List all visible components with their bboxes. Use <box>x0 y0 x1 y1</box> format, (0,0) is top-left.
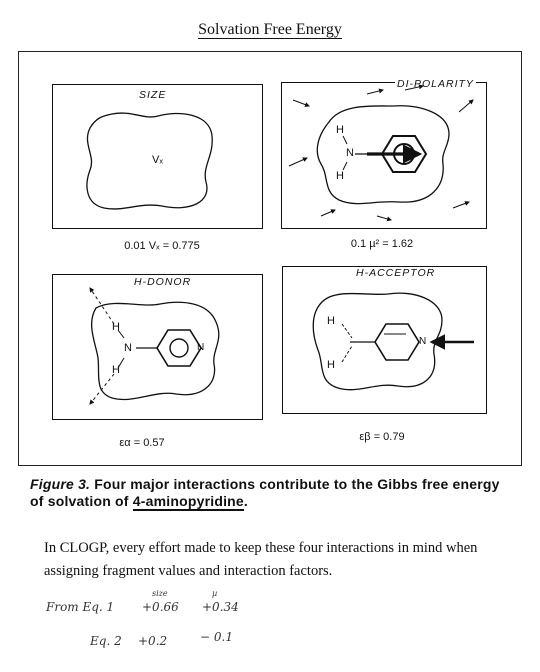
figure-label: Figure 3. <box>30 476 91 492</box>
size-cavity-diagram <box>86 112 213 210</box>
handwritten-note-value1: +0.66 <box>142 600 179 614</box>
hacceptor-n-ring: N <box>419 336 427 347</box>
hdonor-h-top: H <box>112 321 120 333</box>
panel-hdonor-caption: εα = 0.57 <box>119 437 165 449</box>
panel-size <box>52 84 263 229</box>
handwritten-note-value4: − 0.1 <box>200 630 233 644</box>
dipolarity-cavity-outline <box>316 105 450 205</box>
panel-dipolarity-title: DI-POLARITY <box>395 78 476 90</box>
page-title-text: Solvation Free Energy <box>198 21 342 39</box>
panel-hacceptor-title: H-ACCEPTOR <box>356 267 436 279</box>
dipolarity-h-bottom: H <box>336 170 344 182</box>
panel-hacceptor-caption: εβ = 0.79 <box>359 431 405 443</box>
panel-dipolarity <box>281 82 487 229</box>
hacceptor-h-bottom: H <box>327 359 335 371</box>
dipolarity-h-top: H <box>336 124 344 136</box>
hacceptor-pyridine-ring <box>374 323 420 361</box>
hdonor-diagram <box>89 287 220 405</box>
size-volume-label: Vₓ <box>152 154 163 166</box>
hacceptor-h-top: H <box>327 315 335 327</box>
figure-frame <box>18 51 522 466</box>
hdonor-n-ring: N <box>197 342 205 353</box>
dipolarity-n-amine: N <box>346 147 354 159</box>
hdonor-n-amine: N <box>124 342 132 354</box>
panel-size-caption: 0.01 Vₓ = 0.775 <box>124 240 200 252</box>
panel-hacceptor <box>282 266 487 414</box>
handwritten-note-size: size <box>152 589 168 598</box>
page-title: Solvation Free Energy <box>0 21 540 39</box>
dipolarity-diagram <box>288 84 474 222</box>
body-paragraph: In CLOGP, every effort made to keep thes… <box>44 540 478 579</box>
panel-dipolarity-caption: 0.1 µ² = 1.62 <box>350 238 414 250</box>
size-cavity-outline <box>86 112 213 210</box>
panel-hdonor-title: H-DONOR <box>134 276 192 288</box>
figure-caption-text: Four major interactions contribute to th… <box>30 476 500 509</box>
figure-caption-compound: 4-aminopyridine <box>132 493 244 511</box>
handwritten-note-line2: Eq. 2 <box>90 634 122 648</box>
panel-size-title: SIZE <box>139 89 167 101</box>
figure-caption-end: . <box>243 493 248 509</box>
hdonor-cavity-outline <box>91 301 220 401</box>
hdonor-h-bottom: H <box>112 364 120 376</box>
hacceptor-diagram <box>312 292 474 391</box>
handwritten-note-value3: +0.2 <box>138 634 168 648</box>
hdonor-pyridine-ring <box>156 329 202 367</box>
handwritten-note-mu: µ <box>212 589 218 598</box>
handwritten-note-value2: +0.34 <box>202 600 239 614</box>
figure-caption: Figure 3. Four major interactions contri… <box>30 476 510 511</box>
handwritten-note-line1: From Eq. 1 <box>46 600 115 614</box>
hacceptor-cavity-outline <box>312 292 443 391</box>
panel-hdonor <box>52 274 263 420</box>
